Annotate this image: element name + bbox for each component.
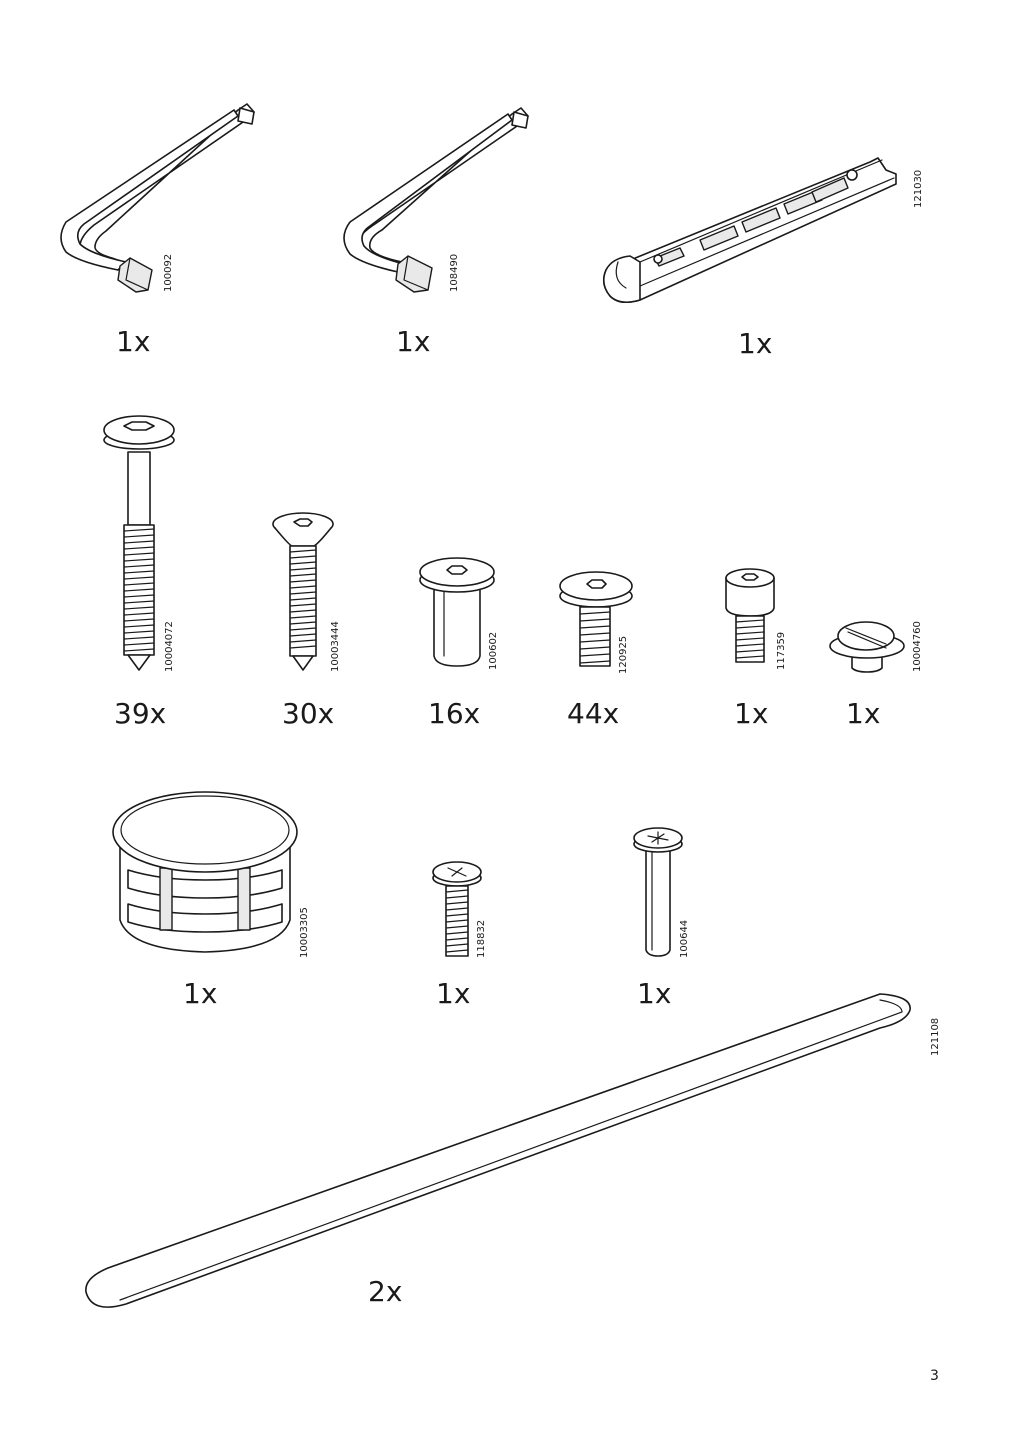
part-number: 121108 xyxy=(930,1017,941,1056)
hinge-jig-icon xyxy=(602,157,897,304)
screw-icon xyxy=(432,861,482,957)
hex-key-icon xyxy=(60,103,255,293)
bolt-icon xyxy=(103,415,175,671)
quantity-label: 30x xyxy=(282,697,335,730)
quantity-label: 1x xyxy=(637,977,672,1010)
quantity-label: 16x xyxy=(428,697,481,730)
part-number: 120925 xyxy=(618,635,629,674)
part-number: 10003444 xyxy=(330,621,341,672)
strap-icon xyxy=(85,993,911,1308)
part-number: 10004072 xyxy=(164,621,175,672)
part-number: 100602 xyxy=(488,631,499,670)
quantity-label: 1x xyxy=(846,697,881,730)
part-number: 10003305 xyxy=(299,907,310,958)
pin-icon xyxy=(633,827,683,957)
quantity-label: 1x xyxy=(183,977,218,1010)
quantity-label: 1x xyxy=(116,325,151,358)
bolt-icon xyxy=(559,571,633,667)
quantity-label: 39x xyxy=(114,697,167,730)
part-number: 10004760 xyxy=(912,621,923,672)
screw-icon xyxy=(272,512,334,671)
quantity-label: 1x xyxy=(734,697,769,730)
page-number: 3 xyxy=(930,1368,939,1384)
hex-key-icon xyxy=(343,107,529,293)
quantity-label: 2x xyxy=(368,1275,403,1308)
quantity-label: 1x xyxy=(396,325,431,358)
screw-icon xyxy=(725,568,775,663)
foot-cap-icon xyxy=(112,791,298,953)
part-number: 100644 xyxy=(679,919,690,958)
part-number: 117359 xyxy=(776,631,787,670)
quantity-label: 1x xyxy=(436,977,471,1010)
cam-screw-icon xyxy=(829,621,905,673)
part-number: 118832 xyxy=(476,919,487,958)
quantity-label: 44x xyxy=(567,697,620,730)
part-number: 100092 xyxy=(163,253,174,292)
part-number: 121030 xyxy=(913,169,924,208)
part-number: 108490 xyxy=(449,253,460,292)
barrel-nut-icon xyxy=(419,557,495,667)
quantity-label: 1x xyxy=(738,327,773,360)
